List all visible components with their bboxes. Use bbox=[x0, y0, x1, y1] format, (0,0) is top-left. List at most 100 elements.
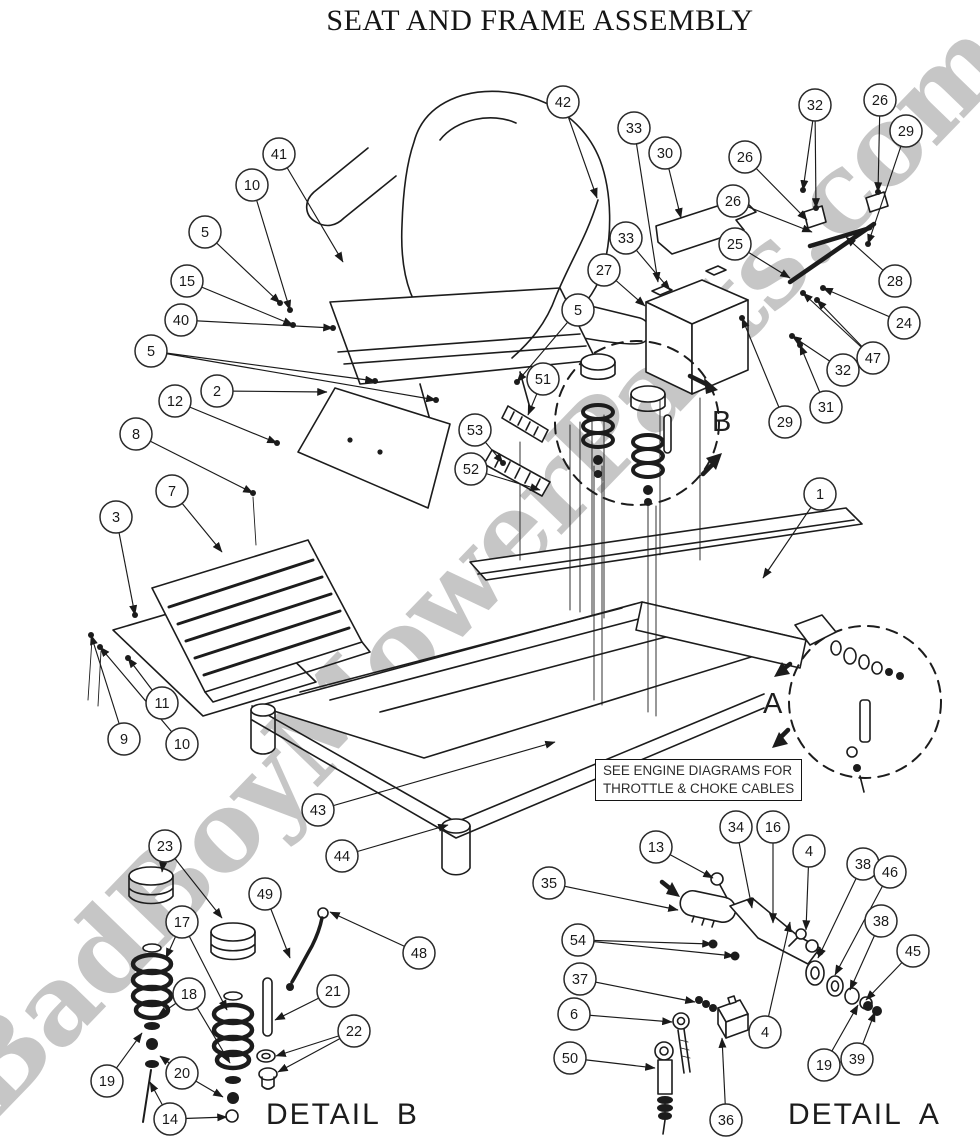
svg-text:19: 19 bbox=[816, 1058, 832, 1074]
callout-balloon-1[interactable]: 1 bbox=[803, 477, 837, 511]
callout-balloon-37[interactable]: 37 bbox=[563, 962, 597, 996]
svg-text:38: 38 bbox=[855, 857, 871, 873]
callout-balloon-22[interactable]: 22 bbox=[337, 1014, 371, 1048]
leader-line-41 bbox=[278, 153, 344, 263]
callout-balloon-36[interactable]: 36 bbox=[709, 1103, 743, 1137]
callout-balloon-35[interactable]: 35 bbox=[532, 866, 566, 900]
callout-balloon-5[interactable]: 5 bbox=[188, 215, 222, 249]
callout-balloon-10[interactable]: 10 bbox=[235, 168, 269, 202]
detail-b-parts-art bbox=[128, 866, 329, 1123]
callout-balloon-41[interactable]: 41 bbox=[262, 137, 296, 171]
detail-b-letter: B bbox=[396, 1098, 419, 1131]
callout-balloon-19[interactable]: 19 bbox=[90, 1064, 124, 1098]
callout-balloon-12[interactable]: 12 bbox=[158, 384, 192, 418]
callout-balloon-51[interactable]: 51 bbox=[526, 362, 560, 396]
callout-balloon-20[interactable]: 20 bbox=[165, 1056, 199, 1090]
svg-text:12: 12 bbox=[167, 394, 183, 410]
callout-balloon-13[interactable]: 13 bbox=[639, 830, 673, 864]
callout-balloon-7[interactable]: 7 bbox=[155, 474, 189, 508]
leader-line-54 bbox=[577, 939, 713, 948]
callout-balloon-16[interactable]: 16 bbox=[756, 810, 790, 844]
callout-balloon-21[interactable]: 21 bbox=[316, 974, 350, 1008]
callout-balloon-44[interactable]: 44 bbox=[325, 839, 359, 873]
callout-balloon-50[interactable]: 50 bbox=[553, 1041, 587, 1075]
leader-line-15 bbox=[186, 280, 294, 326]
callout-balloon-28[interactable]: 28 bbox=[878, 264, 912, 298]
floor-pan-art bbox=[112, 539, 371, 717]
callout-balloon-27[interactable]: 27 bbox=[587, 253, 621, 287]
callout-balloon-29[interactable]: 29 bbox=[768, 405, 802, 439]
callout-balloon-11[interactable]: 11 bbox=[145, 686, 179, 720]
callout-balloon-34[interactable]: 34 bbox=[719, 810, 753, 844]
callout-balloon-2[interactable]: 2 bbox=[200, 374, 234, 408]
svg-text:18: 18 bbox=[181, 987, 197, 1003]
callout-balloon-43[interactable]: 43 bbox=[301, 793, 335, 827]
callout-balloon-23[interactable]: 23 bbox=[148, 829, 182, 863]
callout-balloon-30[interactable]: 30 bbox=[648, 136, 682, 170]
callout-balloon-33[interactable]: 33 bbox=[609, 221, 643, 255]
svg-text:24: 24 bbox=[896, 316, 912, 332]
svg-text:50: 50 bbox=[562, 1051, 578, 1067]
leader-line-5 bbox=[150, 350, 376, 384]
callout-balloon-6[interactable]: 6 bbox=[557, 997, 591, 1031]
callout-balloon-3[interactable]: 3 bbox=[99, 500, 133, 534]
callout-balloon-5[interactable]: 5 bbox=[134, 334, 168, 368]
note-line-1: SEE ENGINE DIAGRAMS FOR bbox=[603, 763, 792, 778]
svg-text:45: 45 bbox=[905, 944, 921, 960]
page-title: SEAT AND FRAME ASSEMBLY bbox=[326, 4, 754, 37]
leader-line-5 bbox=[150, 350, 437, 403]
callout-balloon-29[interactable]: 29 bbox=[889, 114, 923, 148]
callout-balloon-26[interactable]: 26 bbox=[716, 184, 750, 218]
callout-balloon-24[interactable]: 24 bbox=[887, 306, 921, 340]
callout-balloon-32[interactable]: 32 bbox=[798, 88, 832, 122]
callout-balloon-8[interactable]: 8 bbox=[119, 417, 153, 451]
callout-balloon-40[interactable]: 40 bbox=[164, 303, 198, 337]
callout-balloon-19[interactable]: 19 bbox=[807, 1048, 841, 1082]
svg-text:25: 25 bbox=[727, 237, 743, 253]
callout-balloon-5[interactable]: 5 bbox=[561, 293, 595, 327]
detail-a-word: DETAIL bbox=[788, 1098, 903, 1131]
callout-balloon-48[interactable]: 48 bbox=[402, 936, 436, 970]
callout-balloon-42[interactable]: 42 bbox=[546, 85, 580, 119]
callout-balloon-31[interactable]: 31 bbox=[809, 390, 843, 424]
callout-balloon-15[interactable]: 15 bbox=[170, 264, 204, 298]
callout-balloon-32[interactable]: 32 bbox=[826, 353, 860, 387]
callout-balloon-54[interactable]: 54 bbox=[561, 923, 595, 957]
callout-balloon-4[interactable]: 4 bbox=[792, 834, 826, 868]
callout-balloon-45[interactable]: 45 bbox=[896, 934, 930, 968]
svg-text:32: 32 bbox=[807, 98, 823, 114]
svg-text:27: 27 bbox=[596, 263, 612, 279]
svg-text:22: 22 bbox=[346, 1024, 362, 1040]
callout-balloon-47[interactable]: 47 bbox=[856, 341, 890, 375]
callout-balloon-26[interactable]: 26 bbox=[728, 140, 762, 174]
svg-text:29: 29 bbox=[777, 415, 793, 431]
callout-balloon-38[interactable]: 38 bbox=[846, 847, 880, 881]
callout-balloon-46[interactable]: 46 bbox=[873, 855, 907, 889]
leader-line-35 bbox=[548, 882, 679, 912]
callout-balloon-10[interactable]: 10 bbox=[165, 727, 199, 761]
detail-a-label: DETAIL A bbox=[788, 1098, 941, 1132]
svg-text:11: 11 bbox=[154, 696, 169, 712]
svg-text:23: 23 bbox=[157, 839, 173, 855]
callout-balloon-25[interactable]: 25 bbox=[718, 227, 752, 261]
callout-balloon-38[interactable]: 38 bbox=[864, 904, 898, 938]
panel-art bbox=[297, 387, 451, 509]
callout-balloon-49[interactable]: 49 bbox=[248, 877, 282, 911]
callout-balloon-14[interactable]: 14 bbox=[153, 1102, 187, 1136]
svg-text:51: 51 bbox=[535, 372, 551, 388]
svg-text:39: 39 bbox=[849, 1052, 865, 1068]
svg-text:26: 26 bbox=[725, 194, 741, 210]
callout-balloon-17[interactable]: 17 bbox=[165, 905, 199, 939]
callout-balloon-9[interactable]: 9 bbox=[107, 722, 141, 756]
callout-balloon-26[interactable]: 26 bbox=[863, 83, 897, 117]
callout-layer: 4241105154052128733330332755153522629322… bbox=[90, 83, 930, 1137]
callout-balloon-52[interactable]: 52 bbox=[454, 452, 488, 486]
leader-line-43 bbox=[317, 740, 556, 811]
callout-balloon-18[interactable]: 18 bbox=[172, 977, 206, 1011]
callout-balloon-4[interactable]: 4 bbox=[748, 1015, 782, 1049]
svg-text:52: 52 bbox=[463, 462, 479, 478]
callout-balloon-33[interactable]: 33 bbox=[617, 111, 651, 145]
callout-balloon-53[interactable]: 53 bbox=[458, 413, 492, 447]
callout-balloon-39[interactable]: 39 bbox=[840, 1042, 874, 1076]
